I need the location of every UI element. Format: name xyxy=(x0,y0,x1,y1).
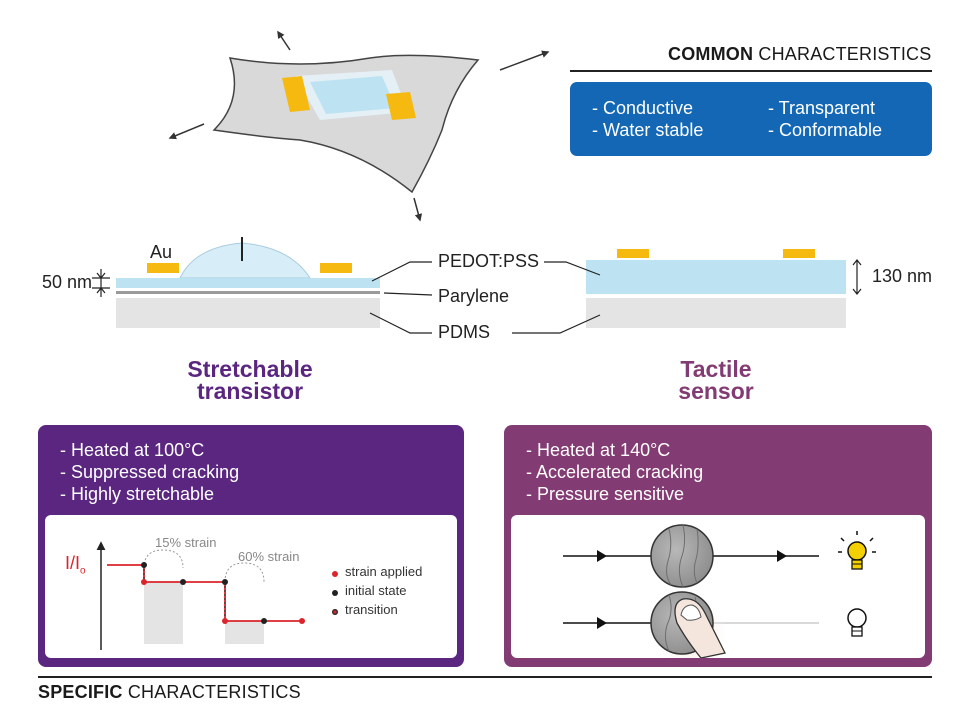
initial-state-point xyxy=(180,579,186,585)
common-item: - Conformable xyxy=(768,120,883,140)
tactile-sensor-circuit xyxy=(563,524,876,658)
tactile-sensor-title: Tactile sensor xyxy=(678,356,754,404)
bulb-off-icon xyxy=(847,608,867,637)
layer-cross-section xyxy=(92,237,862,334)
pdms-leader-left xyxy=(369,312,432,334)
strain-response-plot xyxy=(96,541,305,650)
au-contact-left xyxy=(147,263,179,273)
strain-applied-point xyxy=(299,618,305,624)
legend-dot-red xyxy=(332,571,338,577)
film-substrate xyxy=(212,54,480,194)
film-electrode-right xyxy=(386,92,416,120)
arrow-bottom xyxy=(413,197,423,222)
pedot-pss-label: PEDOT:PSS xyxy=(438,251,540,271)
initial-state-point xyxy=(222,579,228,585)
au-label: Au xyxy=(150,242,173,262)
pdms-leader-right xyxy=(512,314,601,334)
pedot-leader-left xyxy=(371,261,432,282)
strain-plot-card: I/Io 15% strain 60% strain strain applie… xyxy=(45,515,457,658)
thickness-label-left: 50 nm xyxy=(42,272,93,292)
strain-block-2 xyxy=(225,621,264,644)
arrow-top-left xyxy=(277,30,291,51)
specific-divider xyxy=(38,676,932,678)
strain-label-15: 15% strain xyxy=(155,535,217,550)
strain-bracket-1 xyxy=(143,549,184,569)
common-item: - Transparent xyxy=(768,98,876,118)
common-item: - Water stable xyxy=(592,120,704,140)
legend-initial-state: initial state xyxy=(345,583,407,598)
finger-icon xyxy=(674,598,726,658)
film-channel xyxy=(310,76,396,114)
tactile-sensor-panel: - Heated at 140°C - Accelerated cracking… xyxy=(504,425,932,667)
legend-dot-black xyxy=(332,590,338,596)
parylene-label: Parylene xyxy=(438,286,510,306)
stretchable-transistor-panel: - Heated at 100°C - Suppressed cracking … xyxy=(38,425,464,667)
legend-transition: transition xyxy=(345,602,398,617)
sensor-feature: - Pressure sensitive xyxy=(526,484,685,504)
current-arrow xyxy=(777,550,787,562)
current-trace xyxy=(107,564,302,622)
sensor-feature: - Heated at 140°C xyxy=(526,440,671,460)
bulb-on-icon xyxy=(838,531,876,570)
strain-bracket-2 xyxy=(224,562,265,583)
transistor-feature: - Suppressed cracking xyxy=(60,462,240,482)
current-arrow xyxy=(597,550,607,562)
stretched-film-illustration xyxy=(168,30,550,222)
au-contact-sensor-left xyxy=(617,249,649,258)
transistor-feature: - Heated at 100°C xyxy=(60,440,205,460)
common-characteristics-title: COMMON CHARACTERISTICS xyxy=(668,44,932,64)
arrow-top-right xyxy=(499,50,550,71)
sensor-illustration-card xyxy=(511,515,925,658)
strain-applied-point xyxy=(222,618,228,624)
common-item: - Conductive xyxy=(592,98,694,118)
strain-label-60: 60% strain xyxy=(238,549,300,564)
initial-state-point xyxy=(261,618,267,624)
common-characteristics-box: - Conductive - Transparent - Water stabl… xyxy=(570,82,932,156)
thickness-label-right: 130 nm xyxy=(872,266,933,286)
pdms-layer-right xyxy=(586,298,846,328)
pedot-layer-right xyxy=(586,260,846,294)
strain-block-1 xyxy=(144,582,183,644)
y-axis-label: I/Io xyxy=(65,553,86,577)
electrolyte-droplet xyxy=(179,242,311,279)
pdms-layer-left xyxy=(116,298,380,328)
pdms-label: PDMS xyxy=(438,322,491,342)
au-contact-sensor-right xyxy=(783,249,815,258)
pedot-leader-right xyxy=(544,261,601,276)
sensor-feature: - Accelerated cracking xyxy=(526,462,704,482)
strain-applied-point xyxy=(141,579,147,585)
parylene-layer xyxy=(116,291,380,294)
parylene-leader xyxy=(383,292,433,296)
common-divider xyxy=(570,70,932,72)
arrow-left xyxy=(168,123,205,140)
transistor-feature: - Highly stretchable xyxy=(60,484,215,504)
legend-dot-transition xyxy=(332,609,338,615)
stretchable-transistor-title: Stretchable transistor xyxy=(187,356,313,404)
specific-characteristics-title: SPECIFIC CHARACTERISTICS xyxy=(38,682,301,702)
film-electrode-left xyxy=(282,76,310,112)
initial-state-point xyxy=(141,562,147,568)
au-contact-right xyxy=(320,263,352,273)
pedot-layer-left xyxy=(116,278,380,288)
current-arrow xyxy=(597,617,607,629)
legend-strain-applied: strain applied xyxy=(345,564,423,579)
